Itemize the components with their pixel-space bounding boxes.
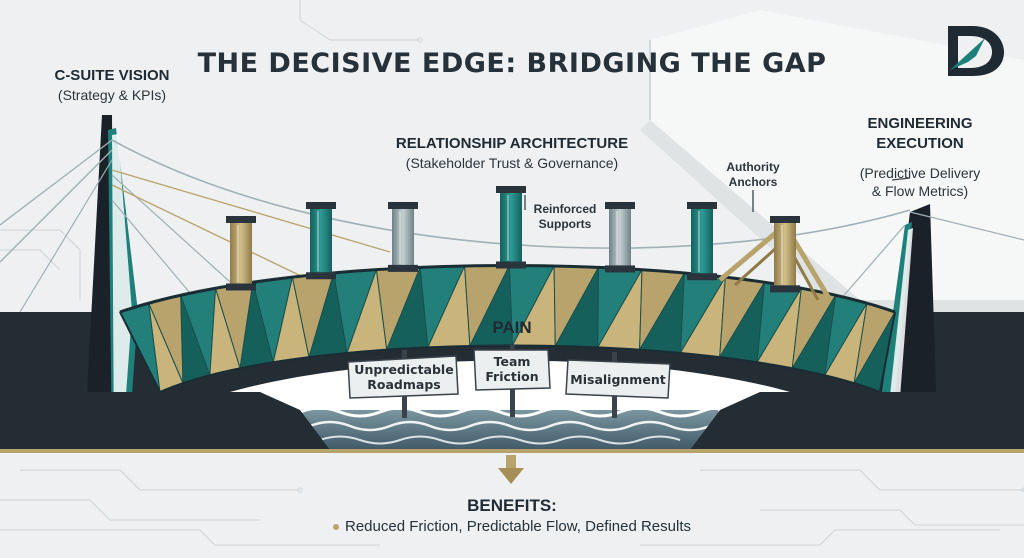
sign-3-line1: Misalignment <box>570 372 666 387</box>
benefits-heading: BENEFITS: <box>467 496 557 515</box>
arch-truss <box>119 264 896 393</box>
right-pillar-heading-line2: EXECUTION <box>876 135 964 152</box>
reinforced-supports-line1: Reinforced <box>533 202 597 216</box>
page-title: THE DECISIVE EDGE: BRIDGING THE GAP <box>197 48 827 79</box>
sign-2-line2: Friction <box>485 369 539 384</box>
ground-line <box>0 449 1024 453</box>
left-pillar-subheading: (Strategy & KPIs) <box>57 87 167 103</box>
benefits-text: Reduced Friction, Predictable Flow, Defi… <box>345 518 691 535</box>
reinforced-supports-line2: Supports <box>538 217 592 231</box>
sign-misalignment: Misalignment <box>566 372 670 387</box>
authority-anchors-line1: Authority <box>726 160 780 174</box>
pain-label: PAIN <box>492 318 532 337</box>
sign-team-friction: Team Friction <box>474 354 550 384</box>
sign-unpredictable-roadmaps: Unpredictable Roadmaps <box>350 362 458 392</box>
arrow-down-icon <box>498 455 524 484</box>
bullet-dot-icon <box>333 523 339 530</box>
support-columns <box>226 186 800 293</box>
sign-2-line1: Team <box>493 354 531 369</box>
right-pillar-heading-line1: ENGINEERING <box>867 115 973 132</box>
sign-1-line1: Unpredictable <box>354 362 454 377</box>
callout-lines <box>524 177 911 212</box>
right-pillar-subheading-line1: (Predictive Delivery <box>859 165 981 181</box>
sign-boards <box>347 349 671 399</box>
circuit-lines <box>0 0 1024 546</box>
left-tower <box>84 115 138 450</box>
center-subheading: (Stakeholder Trust & Governance) <box>405 155 619 171</box>
right-cliff <box>690 392 1024 450</box>
center-heading: RELATIONSHIP ARCHITECTURE <box>395 135 629 152</box>
sign-1-line2: Roadmaps <box>367 377 441 392</box>
left-cliff <box>0 392 330 450</box>
left-pillar-heading: C-SUITE VISION <box>54 67 170 84</box>
right-pillar-subheading-line2: & Flow Metrics) <box>871 183 969 199</box>
benefits-row: Reduced Friction, Predictable Flow, Defi… <box>0 518 1024 535</box>
logo-d-icon <box>948 26 1004 76</box>
authority-anchors-line2: Anchors <box>728 175 778 189</box>
